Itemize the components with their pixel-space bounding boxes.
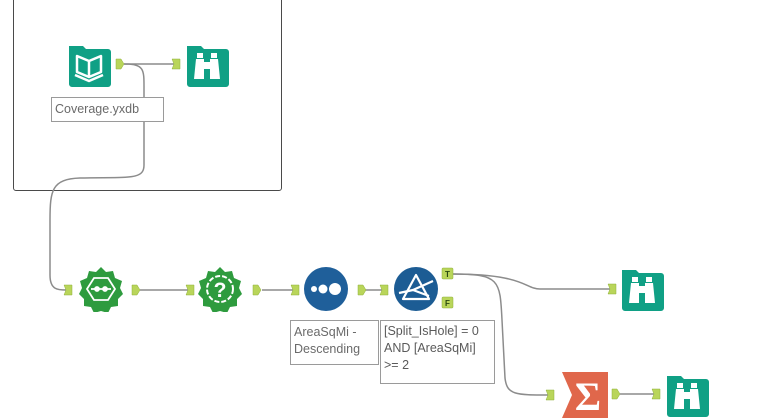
tool-container[interactable] [13,0,282,191]
summarize-tool[interactable]: Σ [562,372,608,418]
browse-tool-3[interactable] [664,372,710,418]
sort-tool[interactable] [303,266,349,312]
annotation-filter[interactable]: [Split_IsHole] = 0 AND [AreaSqMi] >= 2 [380,320,495,384]
binoculars-icon [194,53,220,79]
sigma-icon: Σ [575,374,601,418]
annotation-input[interactable]: Coverage.yxdb [51,97,164,122]
filter-true-anchor[interactable] [441,267,454,280]
annotation-sort[interactable]: AreaSqMi - Descending [290,320,379,365]
input-anchor[interactable] [290,284,300,296]
input-anchor[interactable] [651,388,661,400]
output-anchor[interactable] [131,284,141,296]
filter-false-anchor[interactable] [441,296,454,309]
output-anchor[interactable] [611,388,621,400]
input-anchor[interactable] [63,284,73,296]
output-anchor[interactable] [115,58,125,70]
spatial-process-icon [85,277,117,301]
filter-false-label: F [445,299,450,308]
svg-text:?: ? [214,279,227,302]
binoculars-icon [674,383,700,409]
connection-filter-summarize[interactable] [451,273,551,396]
filter-prism-icon [398,273,434,301]
input-data-tool[interactable] [66,42,112,88]
question-icon: ? [206,275,234,303]
connection-input-spatial[interactable] [49,63,145,291]
spatial-process-tool[interactable] [78,266,124,312]
filter-true-label: T [445,270,450,279]
browse-tool-1[interactable] [184,42,230,88]
filter-tool[interactable] [393,266,439,312]
input-anchor[interactable] [607,283,617,295]
spatial-info-tool[interactable]: ? [197,266,243,312]
dots-icon [311,283,341,295]
input-anchor[interactable] [185,284,195,296]
output-anchor[interactable] [252,284,262,296]
output-anchor[interactable] [357,284,367,296]
input-anchor[interactable] [171,58,181,70]
book-icon [74,54,104,83]
svg-text:Σ: Σ [575,374,601,418]
input-anchor[interactable] [379,284,389,296]
input-anchor[interactable] [545,389,555,401]
browse-tool-2[interactable] [619,266,665,312]
binoculars-icon [629,277,655,303]
